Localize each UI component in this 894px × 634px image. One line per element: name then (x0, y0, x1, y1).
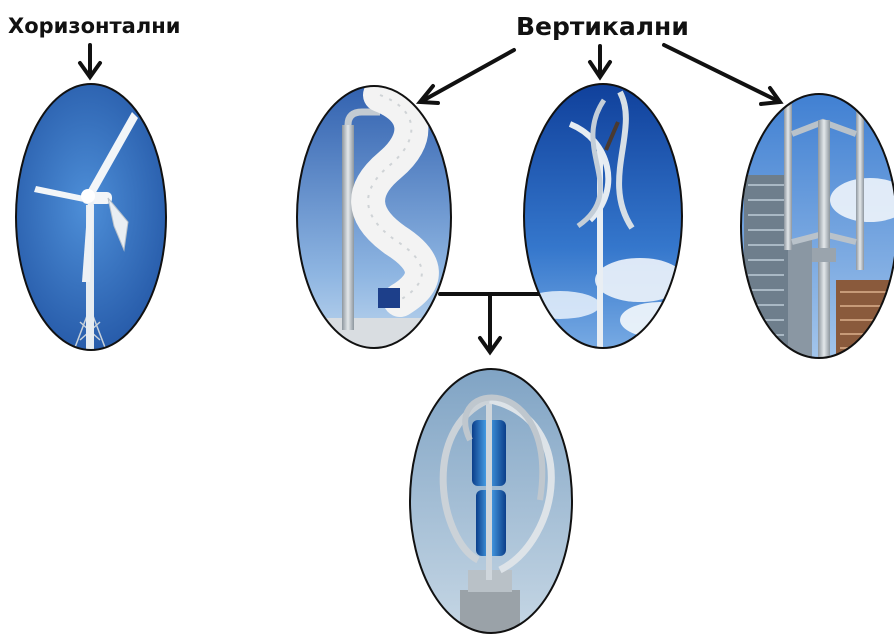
arrow-to-horizontal (80, 45, 100, 77)
arrow-to-helix (420, 50, 514, 103)
arrow-to-h-rotor (664, 45, 780, 104)
savonius-darrieus-turbine-image (405, 365, 580, 634)
h-rotor-turbine-image (738, 90, 894, 370)
arrow-to-hybrid (440, 294, 542, 352)
darrieus-turbine-image (520, 80, 700, 360)
helix-turbine-image (290, 80, 460, 360)
horizontal-turbine-image (10, 80, 180, 360)
arrow-to-darrieus (590, 46, 610, 77)
